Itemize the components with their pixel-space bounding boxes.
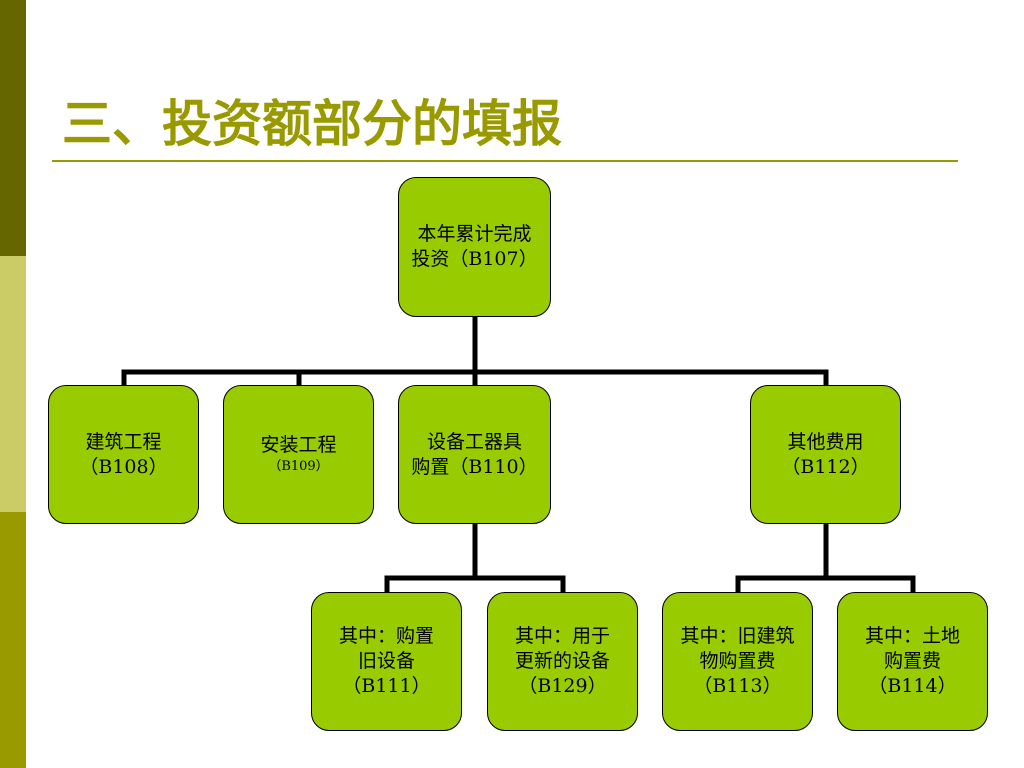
node-b112-other-costs: 其他费用 （B112） — [750, 385, 901, 524]
side-accent-segment-top — [0, 0, 26, 256]
node-b108-construction: 建筑工程 （B108） — [48, 385, 199, 524]
node-b109-line2: （B109） — [268, 459, 329, 474]
node-b129-line2: 更新的设备 — [514, 650, 610, 672]
node-b114-land-purchase: 其中：土地 购置费 （B114） — [837, 592, 988, 731]
node-b108-line1: 建筑工程 — [85, 430, 162, 453]
node-b113-line2: 物购置费 — [699, 650, 776, 672]
node-b114-line1: 其中：土地 — [864, 625, 960, 647]
node-b109-installation: 安装工程 （B109） — [223, 385, 374, 524]
side-accent-segment-bottom — [0, 512, 26, 768]
node-b111-line2: 旧设备 — [357, 650, 415, 672]
node-b129-line1: 其中：用于 — [514, 625, 610, 647]
node-b110-equipment: 设备工器具 购置（B110） — [398, 385, 551, 524]
node-b111-used-equipment: 其中：购置 旧设备 （B111） — [311, 592, 462, 731]
node-b110-line1: 设备工器具 — [426, 430, 522, 453]
node-b107-total-investment: 本年累计完成 投资（B107） — [398, 177, 551, 317]
title-underline — [52, 160, 958, 162]
node-b111-line3: （B111） — [342, 675, 431, 697]
node-b111-line1: 其中：购置 — [338, 625, 434, 647]
node-b109-line1: 安装工程 — [260, 434, 337, 456]
node-b112-line2: （B112） — [781, 455, 870, 478]
node-b129-line3: （B129） — [518, 675, 607, 697]
node-b108-line2: （B108） — [79, 455, 168, 478]
node-b113-line1: 其中：旧建筑 — [680, 625, 795, 647]
node-b110-line2: 购置（B110） — [411, 455, 538, 478]
node-b107-line2: 投资（B107） — [411, 248, 538, 270]
node-b113-line3: （B113） — [693, 675, 782, 697]
node-b114-line2: 购置费 — [883, 650, 941, 672]
side-accent-bar — [0, 0, 26, 768]
node-b113-old-buildings: 其中：旧建筑 物购置费 （B113） — [662, 592, 813, 731]
node-b112-line1: 其他费用 — [787, 430, 864, 453]
node-b129-renewal-equipment: 其中：用于 更新的设备 （B129） — [487, 592, 638, 731]
slide-title: 三、投资额部分的填报 — [62, 95, 562, 153]
side-accent-segment-middle — [0, 256, 26, 512]
node-b114-line3: （B114） — [868, 675, 957, 697]
node-b107-line1: 本年累计完成 — [417, 223, 532, 245]
